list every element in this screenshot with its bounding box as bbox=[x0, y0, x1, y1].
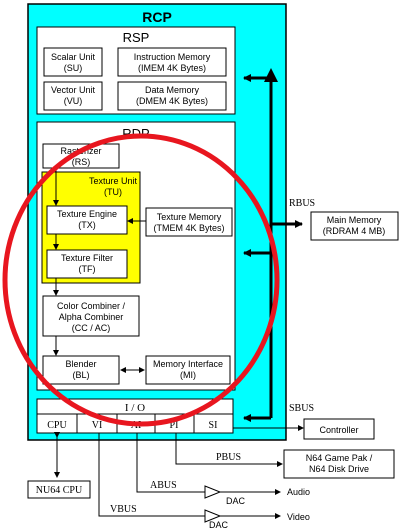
pbus-line bbox=[175, 433, 283, 467]
color-combiner-label: Color Combiner / bbox=[57, 301, 126, 311]
dac-audio-symbol bbox=[204, 485, 222, 499]
abus-line bbox=[136, 433, 205, 493]
main-memory-label: Main Memory bbox=[327, 215, 382, 225]
texture-memory-box bbox=[145, 207, 233, 237]
dac-video-label: DAC bbox=[209, 520, 229, 530]
sbus-label: SBUS bbox=[289, 403, 314, 414]
dac-video-symbol bbox=[204, 509, 222, 523]
nu64-cpu-box bbox=[27, 480, 91, 499]
dmem-label: Data Memory bbox=[145, 85, 200, 95]
memory-interface-box bbox=[145, 355, 231, 385]
video-label: Video bbox=[287, 512, 310, 522]
io-port-vi: VI bbox=[92, 420, 103, 431]
scalar-unit-label: Scalar Unit bbox=[51, 52, 96, 62]
imem-box bbox=[117, 47, 227, 77]
texture-filter-abbr: (TF) bbox=[79, 264, 96, 274]
vbus-line bbox=[98, 433, 205, 517]
abus-label: ABUS bbox=[150, 480, 177, 491]
scalar-unit-abbr: (SU) bbox=[64, 63, 83, 73]
main-memory-box bbox=[310, 211, 399, 241]
rbus-top-arrowhead bbox=[264, 68, 278, 82]
blender-label: Blender bbox=[65, 359, 96, 369]
blender-box bbox=[42, 355, 120, 385]
audio-label: Audio bbox=[287, 487, 310, 497]
rbus-backbone bbox=[243, 74, 303, 422]
highlight-ellipse bbox=[2, 133, 280, 427]
io-port-pi: PI bbox=[170, 420, 179, 431]
vector-unit-label: Vector Unit bbox=[51, 85, 96, 95]
io-title: I / O bbox=[125, 402, 145, 414]
texture-filter-box bbox=[46, 249, 128, 279]
color-combiner-box bbox=[42, 295, 140, 337]
dac-audio-label: DAC bbox=[226, 496, 246, 506]
io-port-cpu: CPU bbox=[47, 420, 67, 431]
combiner-abbr: (CC / AC) bbox=[72, 323, 111, 333]
rasterizer-abbr: (RS) bbox=[72, 157, 91, 167]
imem-size: (IMEM 4K Bytes) bbox=[138, 63, 206, 73]
texture-memory-size: (TMEM 4K Bytes) bbox=[153, 223, 224, 233]
diskdrive-label: N64 Disk Drive bbox=[309, 464, 369, 474]
controller-box bbox=[303, 418, 375, 440]
rsp-title: RSP bbox=[123, 30, 150, 45]
pbus-label: PBUS bbox=[216, 452, 241, 463]
dmem-box bbox=[117, 81, 227, 111]
vector-unit-box bbox=[43, 81, 103, 111]
texture-engine-abbr: (TX) bbox=[78, 220, 96, 230]
texture-engine-label: Texture Engine bbox=[57, 209, 117, 219]
vbus-label: VBUS bbox=[110, 504, 137, 515]
memory-interface-abbr: (MI) bbox=[180, 370, 196, 380]
vector-unit-abbr: (VU) bbox=[64, 96, 83, 106]
texture-unit-abbr: (TU) bbox=[104, 187, 122, 197]
rdp-pipeline-arrows bbox=[53, 168, 146, 373]
texture-unit-label: Texture Unit bbox=[89, 176, 138, 186]
dmem-size: (DMEM 4K Bytes) bbox=[136, 96, 208, 106]
alpha-combiner-label: Alpha Combiner bbox=[59, 312, 124, 322]
rcp-title: RCP bbox=[142, 9, 172, 25]
gamepak-box bbox=[283, 449, 395, 479]
texture-memory-label: Texture Memory bbox=[157, 212, 222, 222]
scalar-unit-box bbox=[43, 47, 103, 77]
controller-label: Controller bbox=[319, 425, 358, 435]
nu64-cpu-label: NU64 CPU bbox=[36, 485, 83, 496]
rbus-label: RBUS bbox=[289, 198, 315, 209]
texture-filter-label: Texture Filter bbox=[61, 253, 113, 263]
blender-abbr: (BL) bbox=[72, 370, 89, 380]
gamepak-label: N64 Game Pak / bbox=[306, 453, 373, 463]
imem-label: Instruction Memory bbox=[134, 52, 211, 62]
texture-engine-box bbox=[46, 205, 128, 235]
io-port-si: SI bbox=[209, 420, 218, 431]
main-memory-size: (RDRAM 4 MB) bbox=[323, 226, 386, 236]
memory-interface-label: Memory Interface bbox=[153, 359, 223, 369]
